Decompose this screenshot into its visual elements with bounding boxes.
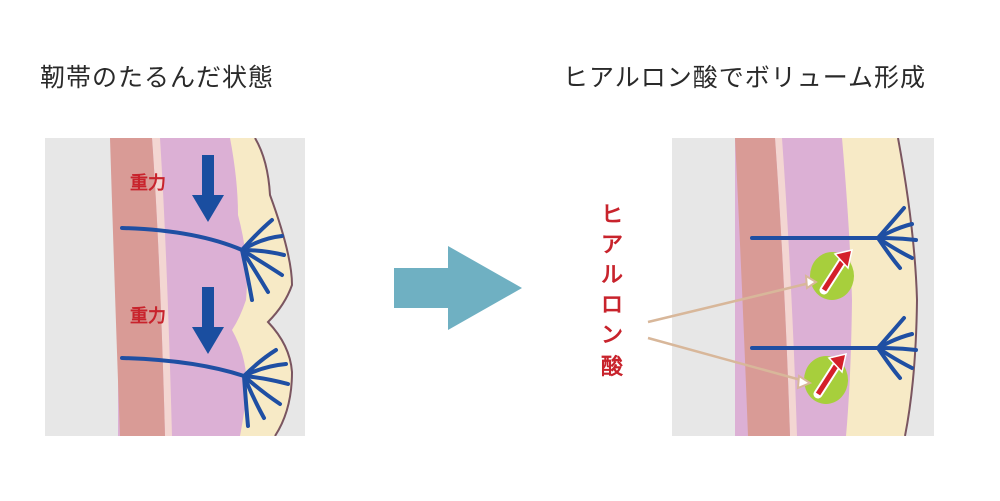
- right-skin-outline: [897, 138, 919, 436]
- gravity-arrow-icon: [192, 155, 224, 222]
- label-char: ン: [601, 323, 623, 348]
- volume-up-arrow-icon: [813, 352, 847, 399]
- label-char: ヒ: [601, 203, 623, 228]
- left-skin-cross-section: [45, 138, 305, 436]
- left-skin-outline: [254, 138, 294, 436]
- label-char: ル: [601, 263, 623, 288]
- label-char: ロ: [601, 293, 623, 318]
- right-panel-title: ヒアルロン酸でボリューム形成: [563, 63, 927, 92]
- gravity-arrow-icon: [192, 287, 224, 354]
- right-thin-layer: [775, 138, 797, 436]
- right-muscle-layer: [735, 138, 790, 436]
- left-ligament-bottom: [120, 348, 290, 428]
- left-muscle-layer: [110, 138, 165, 436]
- label-char: ア: [601, 233, 623, 258]
- right-ligament-top: [750, 206, 918, 270]
- right-skin-cross-section: [672, 138, 934, 436]
- gravity-label-top: 重力: [130, 172, 166, 194]
- transition-arrow-icon: [394, 246, 522, 330]
- volume-up-arrow-icon: [819, 248, 853, 295]
- hyaluronic-pointer-lines: [647, 274, 818, 390]
- right-ligament-bottom: [750, 316, 918, 380]
- left-panel-title: 靭帯のたるんだ状態: [40, 63, 275, 92]
- hyaluronic-acid-label: ヒ ア ル ロ ン 酸: [601, 203, 624, 380]
- left-ligament-top: [120, 218, 286, 302]
- gravity-label-bottom: 重力: [130, 305, 166, 327]
- label-char: 酸: [601, 355, 624, 380]
